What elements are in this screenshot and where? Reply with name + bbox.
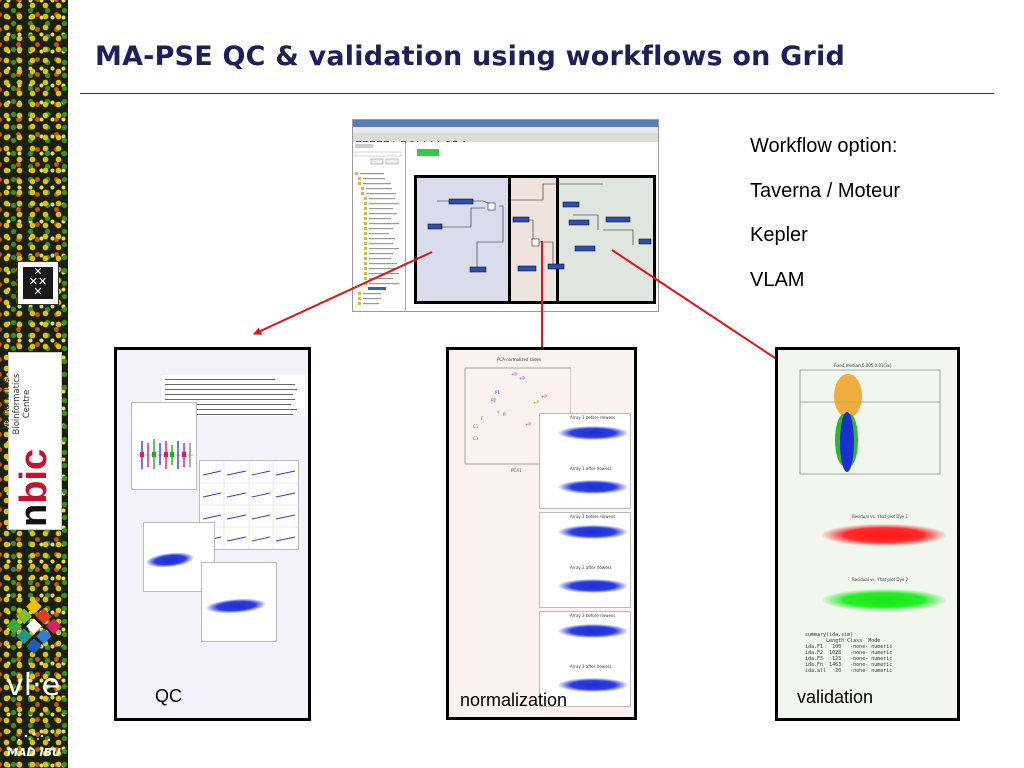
norm-array-3-plots: Array 3 before rlowess Array 3 after rlo…: [539, 611, 631, 707]
norm-scatter-2b: [558, 579, 628, 593]
residual-plot-dye-1: Residual vs. Yhat plot Dye 1: [816, 514, 948, 558]
validation-panel: Fixed,median,0.005,0.01(3x) Residual vs.…: [775, 347, 960, 721]
svg-text:P1: P1: [495, 390, 500, 395]
svg-text:F: F: [481, 416, 484, 421]
norm-plot-title-5: Array 3 before rlowess: [570, 613, 616, 618]
workflow-option-vlam: VLAM: [750, 268, 805, 291]
workflow-options-heading: Workflow option:: [750, 135, 898, 157]
workflow-option-kepler: Kepler: [750, 224, 808, 246]
residual-title-2: Residual vs. Yhat plot Dye 2: [852, 577, 909, 582]
norm-scatter-1b: [558, 480, 628, 494]
title-divider: [80, 93, 994, 94]
workflow-option-taverna-moteur: Taverna / Moteur: [750, 179, 901, 202]
residual-scatter-green: [822, 589, 946, 611]
svg-text:Y: Y: [496, 410, 500, 415]
qc-boxplot-thumbnail: [131, 402, 197, 490]
qc-boxplot-marks: [137, 439, 194, 469]
residual-plot-dye-2: Residual vs. Yhat plot Dye 2: [816, 577, 948, 621]
vle-wordmark: vl·e: [6, 668, 61, 703]
wf-tree-lines: [354, 144, 402, 305]
nbic-logo: Netherlands Bioinformatics Centre nbic: [2, 352, 62, 530]
qc-ma-grid-marks: [200, 461, 298, 549]
svg-text:+P: +P: [511, 372, 517, 377]
normalization-label: normalization: [460, 690, 568, 710]
svg-text:+P: +P: [541, 394, 547, 399]
qc-panel: QC: [114, 347, 311, 721]
qc-ma-plot-grid: [199, 460, 299, 550]
wf-node-connections: [427, 183, 652, 273]
residual-title-1: Residual vs. Yhat plot Dye 1: [852, 514, 909, 519]
arrow-to-qc: [253, 251, 433, 335]
qc-ma-scatter-2: [205, 596, 267, 616]
svg-text:+P: +P: [525, 422, 531, 427]
workflow-options-list: Workflow option: Taverna / Moteur Kepler…: [750, 124, 900, 302]
volcano-plot-marks: [799, 369, 941, 475]
volcano-plot-title: Fixed,median,0.005,0.01(3x): [834, 363, 892, 368]
norm-array-1-plots: Array 1 before rlowess Array 1 after rlo…: [539, 413, 631, 509]
norm-scatter-3b: [558, 678, 628, 692]
qc-ma-scatter-1: [145, 550, 195, 570]
norm-plot-title-3: Array 2 before rlowess: [570, 514, 616, 519]
validation-label: validation: [797, 687, 874, 707]
vle-squares-icon: [6, 598, 62, 654]
norm-array-2-plots: Array 2 before rlowess Array 2 after rlo…: [539, 512, 631, 608]
svg-text:PCA1: PCA1: [511, 468, 522, 473]
norm-scatter-2a: [558, 525, 628, 539]
slide-title: MA-PSE QC & validation using workflows o…: [95, 41, 846, 72]
svg-text:+P: +P: [533, 400, 539, 405]
wf-actor-library-tree: [353, 142, 406, 311]
svg-text:C1: C1: [473, 424, 479, 429]
norm-plot-title-6: Array 3 after rlowess: [570, 664, 612, 669]
left-decorative-strip: ✕✕✕✕ Netherlands Bioinformatics Centre n…: [0, 0, 68, 768]
summary-output: summary(ida.sim) Length Class Mode ida.F…: [805, 632, 893, 674]
svg-text:+P: +P: [519, 376, 525, 381]
volcano-plot: Fixed,median,0.005,0.01(3x): [792, 362, 942, 482]
qc-ma-plot-2: [201, 562, 277, 642]
svg-text:P2: P2: [491, 398, 496, 403]
norm-scatter-3a: [558, 624, 628, 638]
madibu-logo: MAD IBU: [4, 730, 64, 768]
wf-qc-subworkflow: [414, 175, 511, 304]
qc-label: QC: [155, 686, 182, 706]
norm-plot-title-1: Array 1 before rlowess: [570, 415, 616, 420]
pca-plot-title: PCA normalized slides: [497, 357, 542, 362]
svg-text:R: R: [503, 412, 506, 417]
madibu-burst-icon: [17, 732, 51, 742]
norm-plot-title-4: Array 2 after rlowess: [570, 565, 612, 570]
svg-text:C3: C3: [473, 436, 479, 441]
norm-plot-title-2: Array 1 after rlowess: [570, 466, 612, 471]
workflow-editor-screenshot: [352, 119, 659, 312]
university-emblem-icon: ✕✕✕✕: [23, 266, 53, 299]
norm-scatter-1a: [558, 426, 628, 440]
wf-titlebar: [353, 120, 658, 127]
wf-director-block: [417, 149, 439, 156]
residual-scatter-red: [822, 524, 946, 546]
madibu-text: MAD IBU: [7, 746, 61, 759]
university-logo: ✕✕✕✕: [17, 261, 59, 305]
arrow-to-validation: [611, 249, 788, 367]
